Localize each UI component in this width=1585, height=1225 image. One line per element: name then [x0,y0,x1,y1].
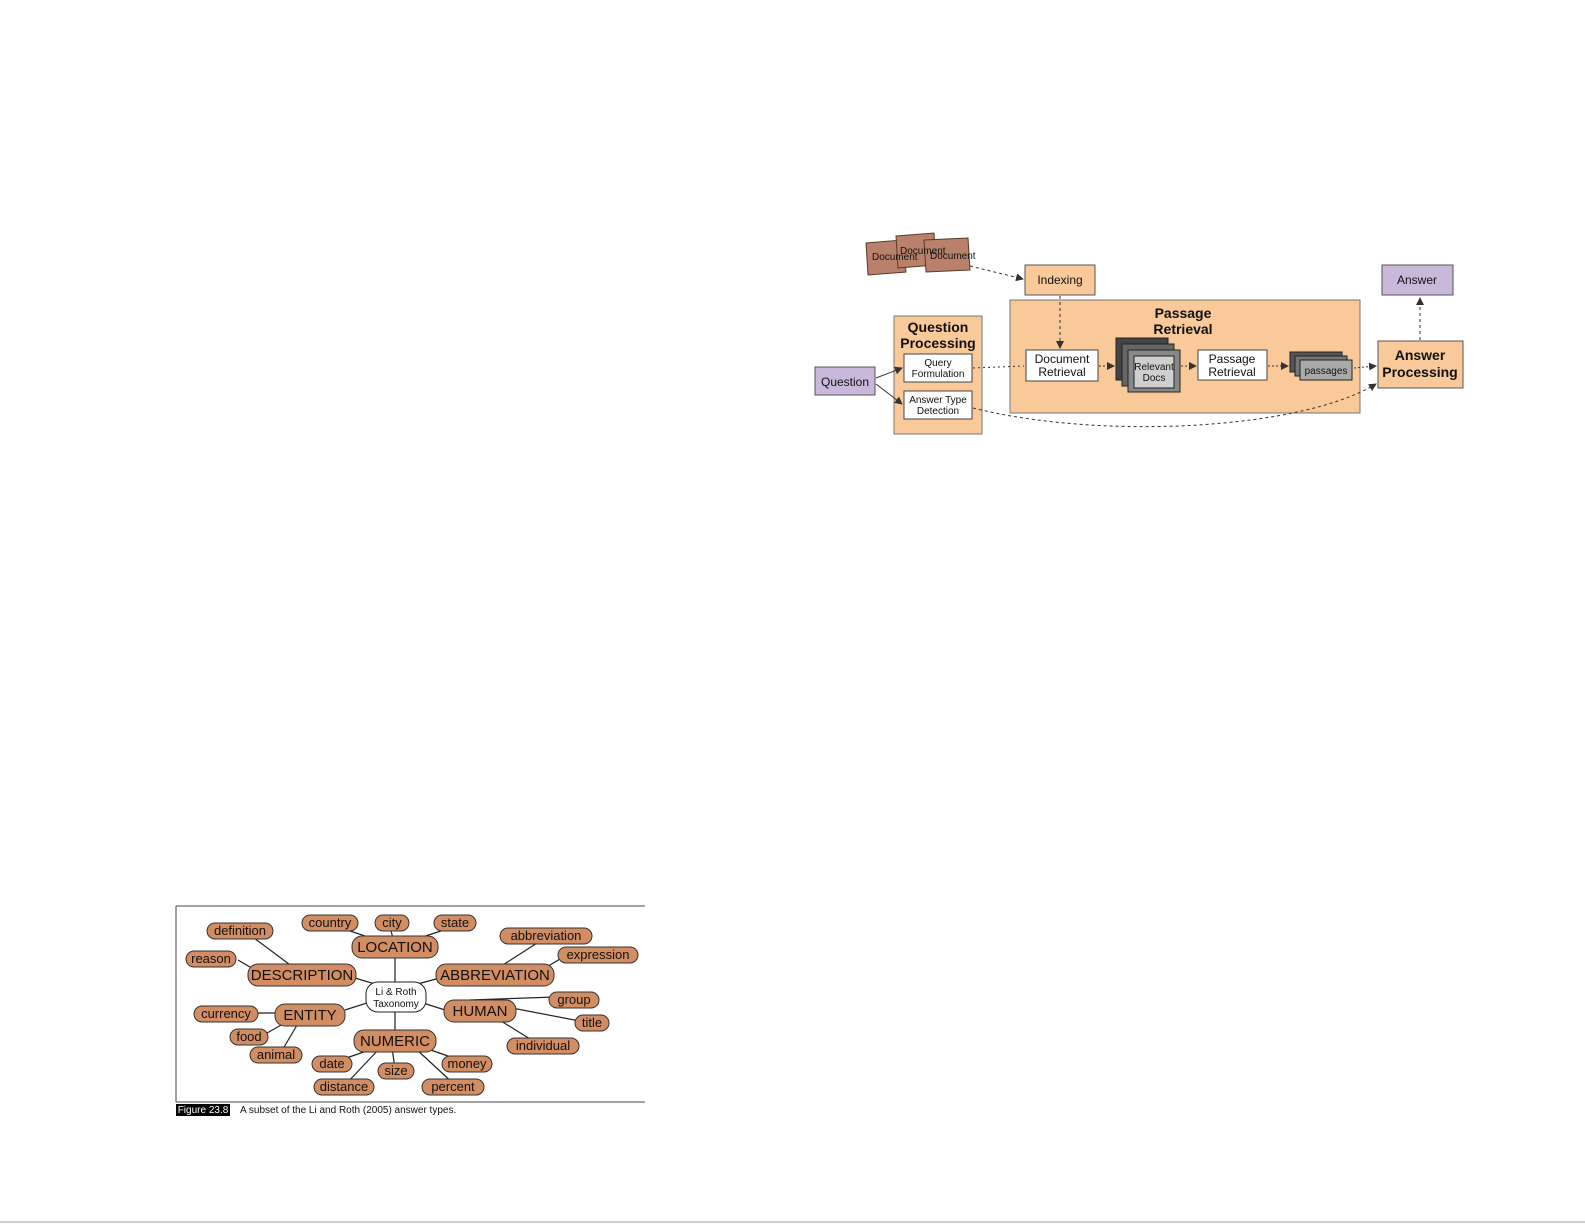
relevant-docs-stack: Relevant Docs [1115,337,1181,393]
leaf-date-label: date [319,1056,344,1071]
indexing-box [1024,264,1096,296]
relevant-docs-label-2: Docs [1143,373,1166,384]
taxonomy-center-label-2: Taxonomy [373,999,419,1010]
leaf-individual-node [506,1037,580,1055]
caption-tag: Figure 23.8 [178,1105,229,1116]
query-formulation-label-2: Formulation [912,369,965,380]
leaf-reason-node [185,950,237,968]
document-collection: Document Document Document [865,232,976,276]
leaf-individual-label: individual [516,1038,570,1053]
category-human-node [443,999,517,1023]
leaf-state-label: state [441,915,469,930]
leaf-abbreviation-label: abbreviation [511,928,582,943]
indexing-label: Indexing [1037,273,1082,287]
leaf-date-node [311,1055,353,1073]
passage-retrieval-box-label-2: Retrieval [1208,365,1255,379]
leaf-definition-node [206,922,274,940]
leaf-country-node [301,914,359,932]
question-processing-title-2: Processing [900,335,975,351]
leaf-city-node [374,914,410,932]
leaf-group-node [548,991,600,1009]
category-human-label: HUMAN [453,1003,508,1020]
leaf-food-label: food [236,1029,261,1044]
passages-label: passages [1305,366,1348,377]
leaf-money-label: money [447,1056,487,1071]
passage-retrieval-title-2: Retrieval [1153,321,1212,337]
passage-retrieval-box [1197,349,1268,381]
category-abbreviation-node [435,963,555,987]
leaf-title-label: title [582,1015,602,1030]
category-entity-label: ENTITY [283,1007,336,1024]
category-entity-node [274,1003,346,1027]
leaf-animal-node [249,1046,303,1064]
category-abbreviation-label: ABBREVIATION [440,967,550,984]
answer-type-taxonomy: Li & Roth Taxonomy LOCATION DESCRIPTION … [175,905,645,1116]
leaf-currency-label: currency [201,1006,251,1021]
question-input-label: Question [821,375,869,389]
taxonomy-center-node [365,981,427,1013]
category-location-node [351,935,439,959]
passages-stack: passages [1289,351,1353,381]
query-formulation-box [903,353,973,383]
taxonomy-center-label-1: Li & Roth [375,987,416,998]
question-input-box [814,366,876,396]
passage-retrieval-title-1: Passage [1155,305,1212,321]
query-formulation-label-1: Query [924,358,951,369]
relevant-docs-label-1: Relevant [1134,362,1174,373]
leaf-state-node [433,914,477,932]
document-retrieval-label-2: Retrieval [1038,365,1085,379]
answer-type-detection-label-1: Answer Type [909,395,967,406]
leaf-distance-label: distance [320,1079,368,1094]
category-description-node [247,963,357,987]
passage-retrieval-box-label-1: Passage [1209,352,1256,366]
leaf-percent-label: percent [431,1079,475,1094]
leaf-size-label: size [384,1063,407,1078]
leaf-definition-label: definition [214,923,266,938]
leaf-money-node [441,1055,493,1073]
answer-output-label: Answer [1397,273,1437,287]
leaf-currency-node [193,1005,259,1023]
category-location-label: LOCATION [357,939,433,956]
category-numeric-label: NUMERIC [360,1033,430,1050]
caption-text: A subset of the Li and Roth (2005) answe… [240,1105,456,1116]
document-retrieval-label-1: Document [1035,352,1090,366]
leaf-title-node [574,1014,610,1032]
category-description-label: DESCRIPTION [251,967,354,984]
caption-tag-background [176,1104,230,1116]
qa-pipeline-diagram: Document Document Document Indexing Answ… [814,232,1464,435]
leaf-expression-node [557,946,639,964]
leaf-reason-label: reason [191,951,231,966]
answer-type-detection-label-2: Detection [917,406,959,417]
leaf-expression-label: expression [567,947,630,962]
leaf-distance-node [313,1078,375,1096]
document-label-3: Document [930,251,976,262]
answer-processing-label-1: Answer [1395,347,1446,363]
document-retrieval-box [1025,349,1099,382]
leaf-group-label: group [557,992,590,1007]
leaf-abbreviation-node [499,927,593,945]
leaf-country-label: country [309,915,352,930]
answer-processing-box [1377,340,1464,389]
leaf-percent-node [421,1078,485,1096]
category-numeric-node [353,1029,437,1053]
leaf-animal-label: animal [257,1047,295,1062]
document-label-2: Document [900,246,946,257]
leaf-city-label: city [382,915,402,930]
answer-processing-label-2: Processing [1382,364,1457,380]
question-processing-title-1: Question [908,319,969,335]
answer-output-box [1381,264,1454,296]
leaf-food-node [229,1028,269,1046]
document-label-1: Document [872,252,918,263]
leaf-size-node [377,1062,415,1080]
answer-type-detection-box [903,390,973,420]
